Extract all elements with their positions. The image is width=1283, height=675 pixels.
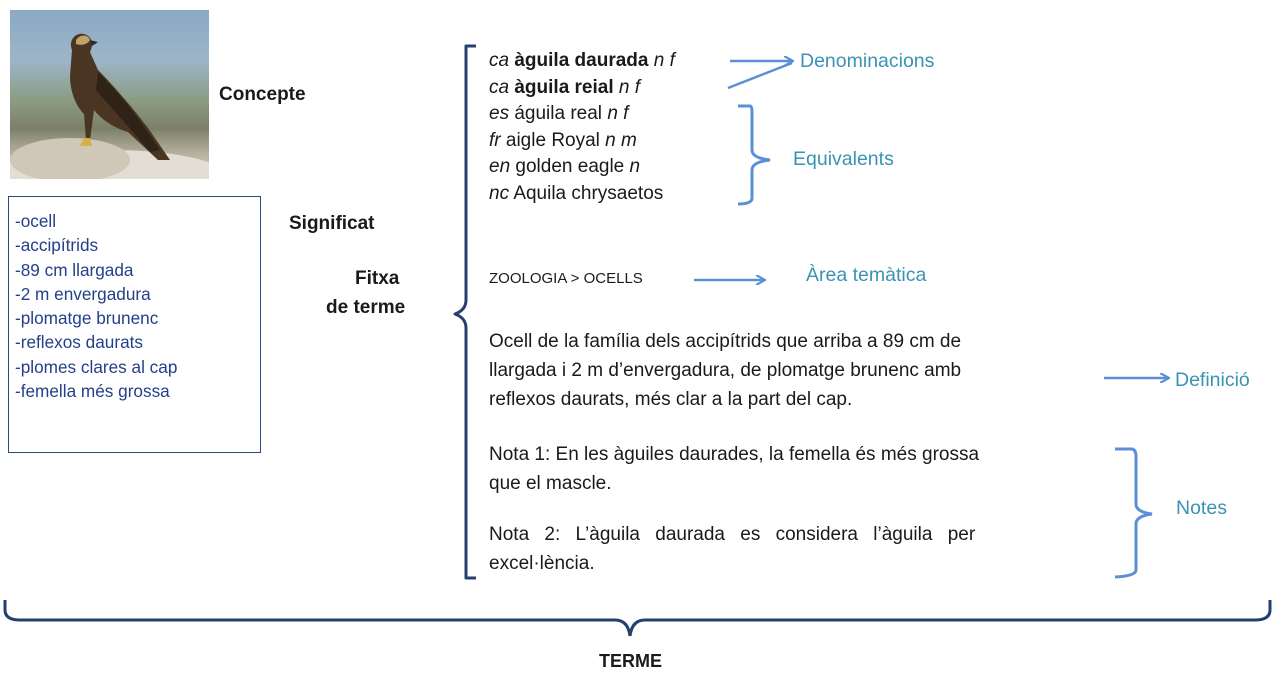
meaning-feature: -reflexos daurats: [15, 332, 144, 353]
note-1: Nota 1: En les àguiles daurades, la feme…: [489, 440, 1049, 498]
concept-label: Concepte: [219, 84, 306, 105]
equivalents-brace: [737, 104, 771, 206]
term-entry: en golden eagle n: [489, 156, 641, 177]
definition-line: Ocell de la família dels accipítrids que…: [489, 331, 962, 352]
callout-denominations: Denominacions: [800, 50, 935, 72]
definition: Ocell de la família dels accipítrids que…: [489, 327, 1049, 414]
golden-eagle-photo: [10, 10, 209, 179]
meaning-feature: -accipítrids: [15, 235, 99, 256]
meaning-feature: -femella més grossa: [15, 381, 170, 402]
meaning-feature: -ocell: [15, 211, 57, 231]
term-brace: [3, 600, 1272, 637]
arrow-denominations-2: [727, 61, 793, 90]
definition-line: llargada i 2 m d’envergadura, de plomatg…: [489, 360, 962, 381]
eagle-illustration: [10, 33, 209, 179]
definition-line: reflexos daurats, més clar a la part del…: [489, 389, 853, 410]
term-entries: ca àguila daurada n f ca àguila reial n …: [489, 48, 675, 207]
callout-subject-area: Àrea temàtica: [806, 264, 927, 286]
notes-brace: [1114, 447, 1153, 579]
term-label: TERME: [599, 651, 662, 671]
meaning-feature: -plomes clares al cap: [15, 356, 178, 377]
note-line: Nota 2: L’àguila daurada es considera l’…: [489, 524, 976, 545]
meaning-feature: -89 cm llargada: [15, 259, 134, 280]
card-label-line2: de terme: [326, 297, 406, 318]
callout-notes: Notes: [1176, 497, 1227, 519]
callout-definition: Definició: [1175, 369, 1250, 391]
note-line: que el mascle.: [489, 473, 612, 494]
card-label-line1: Fitxa: [355, 268, 400, 289]
term-entry: ca àguila reial n f: [489, 76, 641, 98]
term-entry: es águila real n f: [489, 103, 629, 124]
note-line: Nota 1: En les àguiles daurades, la feme…: [489, 444, 980, 465]
card-brace: [453, 44, 476, 580]
meaning-features-box: -ocell -accipítrids -89 cm llargada -2 m…: [8, 196, 261, 453]
note-2: Nota 2: L’àguila daurada es considera l’…: [489, 520, 1049, 578]
note-line: excel·lència.: [489, 553, 595, 574]
term-entry: nc Aquila chrysaetos: [489, 182, 664, 204]
meaning-feature: -plomatge brunenc: [15, 308, 159, 329]
meaning-label: Significat: [289, 213, 375, 234]
term-entry: ca àguila daurada n f: [489, 50, 675, 71]
subject-area: ZOOLOGIA > OCELLS: [489, 270, 643, 287]
meaning-feature: -2 m envergadura: [15, 283, 151, 304]
term-entry: fr aigle Royal n m: [489, 129, 637, 151]
callout-equivalents: Equivalents: [793, 148, 894, 170]
